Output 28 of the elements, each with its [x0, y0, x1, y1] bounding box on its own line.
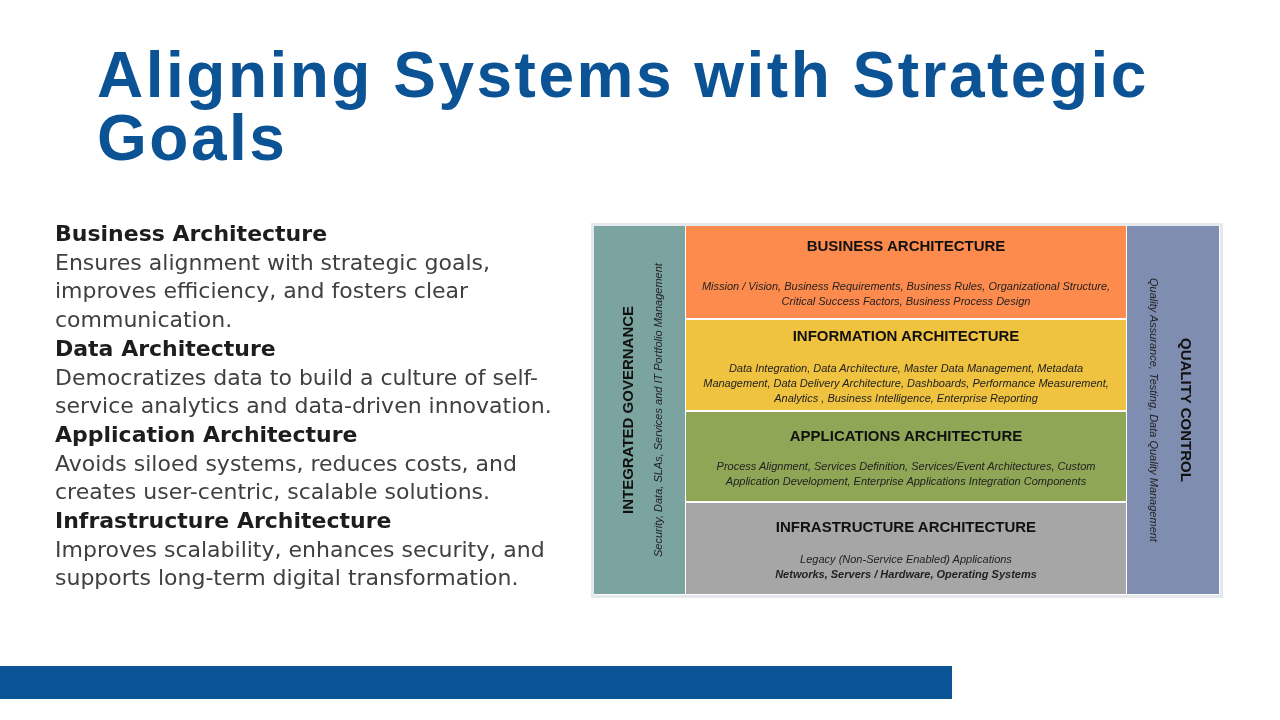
description-text: Ensures alignment with strategic goals, improves efficiency, and fosters clear communication.: [55, 248, 492, 335]
architecture-layer: [686, 412, 1126, 501]
layer-heading: INFORMATION ARCHITECTURE: [791, 327, 1021, 344]
pillar-heading: QUALITY CONTROL: [1176, 337, 1196, 484]
layer-description: Networks, Servers / Hardware, Operating Systems: [774, 567, 1038, 582]
section-heading: Application Architecture: [55, 420, 359, 449]
pillar-description: Quality Assurance, Testing, Data Quality Management: [1147, 277, 1161, 544]
section-heading: Business Architecture: [55, 220, 329, 248]
pillar-description: Security, Data, SLAs, Services and IT Portfolio Management: [651, 262, 665, 559]
architecture-layer: [686, 320, 1126, 410]
layer-heading: BUSINESS ARCHITECTURE: [805, 237, 1007, 254]
description-text: Democratizes data to build a culture of self-service analytics and data-driven innovation.: [55, 363, 553, 421]
description-text: Avoids siloed systems, reduces costs, and creates user-centric, scalable solutions.: [55, 449, 518, 507]
section-heading: Data Architecture: [55, 334, 277, 363]
layer-heading: INFRASTRUCTURE ARCHITECTURE: [774, 518, 1038, 535]
side-pillar: [1127, 226, 1219, 594]
architecture-layer: [686, 226, 1126, 318]
layer-description: Mission / Vision, Business Requirements, Business Rules, Organizational Structure, Critical Success Factors, Business Process Design: [700, 279, 1112, 309]
layer-description: Data Integration, Data Architecture, Master Data Management, Metadata Management, Data Delivery Architecture, Dashboards, Performance Measurement, Analytics , Business Intelligence, Enterprise Reporting: [702, 361, 1110, 406]
description-text: Improves scalability, enhances security, and supports long-term digital transformation.: [55, 535, 546, 593]
layer-description: Process Alignment, Services Definition, Services/Event Architectures, Custom Application Development, Enterprise Applications Integration Components: [715, 459, 1097, 489]
side-pillar: [594, 226, 685, 594]
architecture-layer: [686, 503, 1126, 594]
layer-description: Legacy (Non-Service Enabled) Applications: [799, 552, 1013, 567]
layer-heading: APPLICATIONS ARCHITECTURE: [788, 427, 1024, 444]
slide-title: Aligning Systems with Strategic Goals: [97, 44, 1150, 170]
pillar-heading: INTEGRATED GOVERNANCE: [617, 304, 637, 517]
section-heading: Infrastructure Architecture: [55, 507, 393, 536]
